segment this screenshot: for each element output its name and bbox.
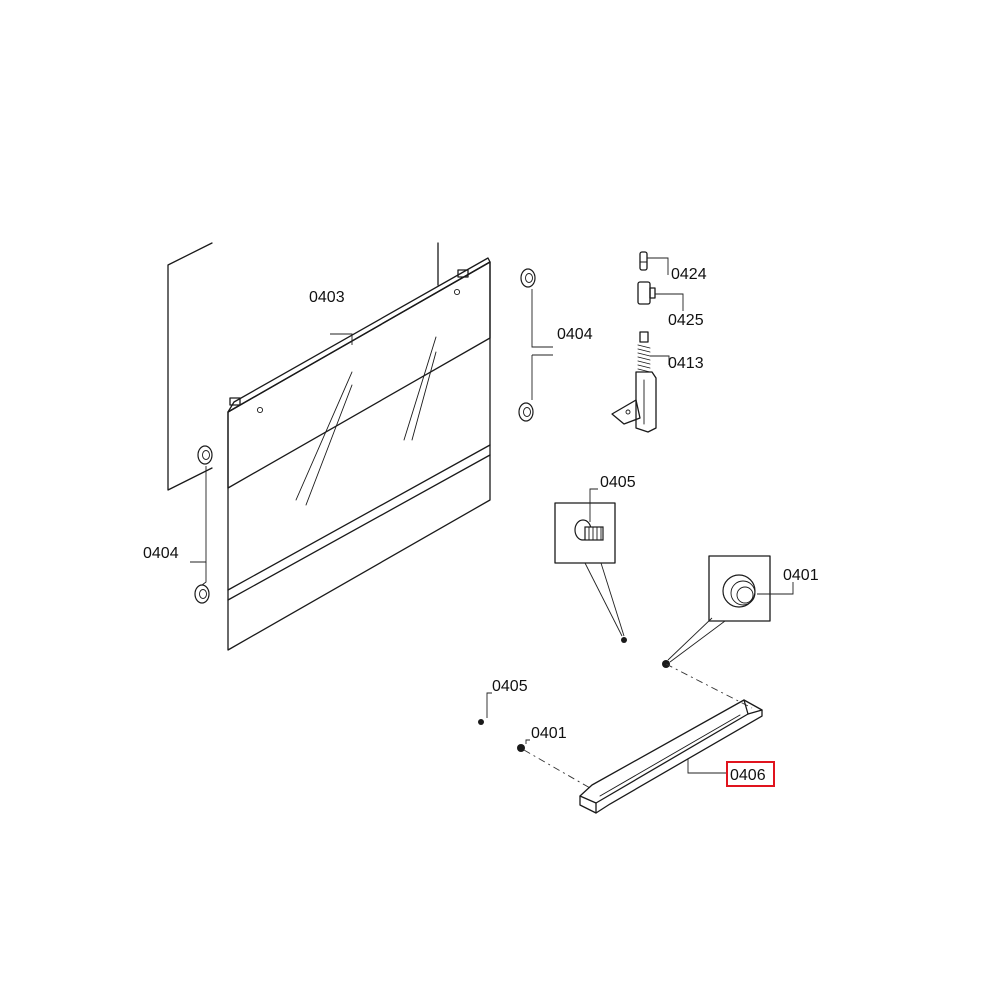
alignment-line-left xyxy=(523,749,591,789)
screw-left[interactable] xyxy=(478,692,492,725)
inner-glass-leader xyxy=(330,333,353,345)
label-hinge-pin: 0424 xyxy=(671,266,707,283)
label-screw-detail: 0405 xyxy=(600,474,636,491)
highlight-box-handle xyxy=(726,761,775,787)
label-cap-left: 0401 xyxy=(531,725,567,742)
glass-bracket-left-leader xyxy=(190,466,207,586)
alignment-line-right xyxy=(665,663,753,709)
label-glass-bracket-top: 0404 xyxy=(557,326,593,343)
inner-glass-panel[interactable] xyxy=(227,257,491,489)
label-hinge-sleeve: 0425 xyxy=(668,312,704,329)
label-inner-glass: 0403 xyxy=(309,289,345,306)
hinge-sleeve[interactable] xyxy=(637,281,684,311)
cap-left[interactable] xyxy=(517,739,530,752)
label-glass-bracket-left: 0404 xyxy=(143,545,179,562)
label-handle[interactable]: 0406 xyxy=(730,767,766,784)
hinge-pin[interactable] xyxy=(639,251,669,275)
label-cap-detail: 0401 xyxy=(783,567,819,584)
glass-bracket-left-upper[interactable] xyxy=(197,445,213,465)
glass-bracket-left-lower[interactable] xyxy=(194,584,210,604)
glass-bracket-right-lower[interactable] xyxy=(518,402,534,422)
label-screw-left: 0405 xyxy=(492,678,528,695)
door-handle[interactable] xyxy=(579,699,763,814)
label-hinge: 0413 xyxy=(668,355,704,372)
glass-bracket-right-leader xyxy=(531,289,553,400)
cap-detail-callout[interactable] xyxy=(662,555,794,668)
screw-detail-callout[interactable] xyxy=(554,488,627,643)
hinge-assembly[interactable] xyxy=(611,331,670,433)
front-door-glass[interactable] xyxy=(227,261,491,651)
glass-bracket-right-upper[interactable] xyxy=(520,268,536,288)
back-glass-panel xyxy=(167,242,439,491)
